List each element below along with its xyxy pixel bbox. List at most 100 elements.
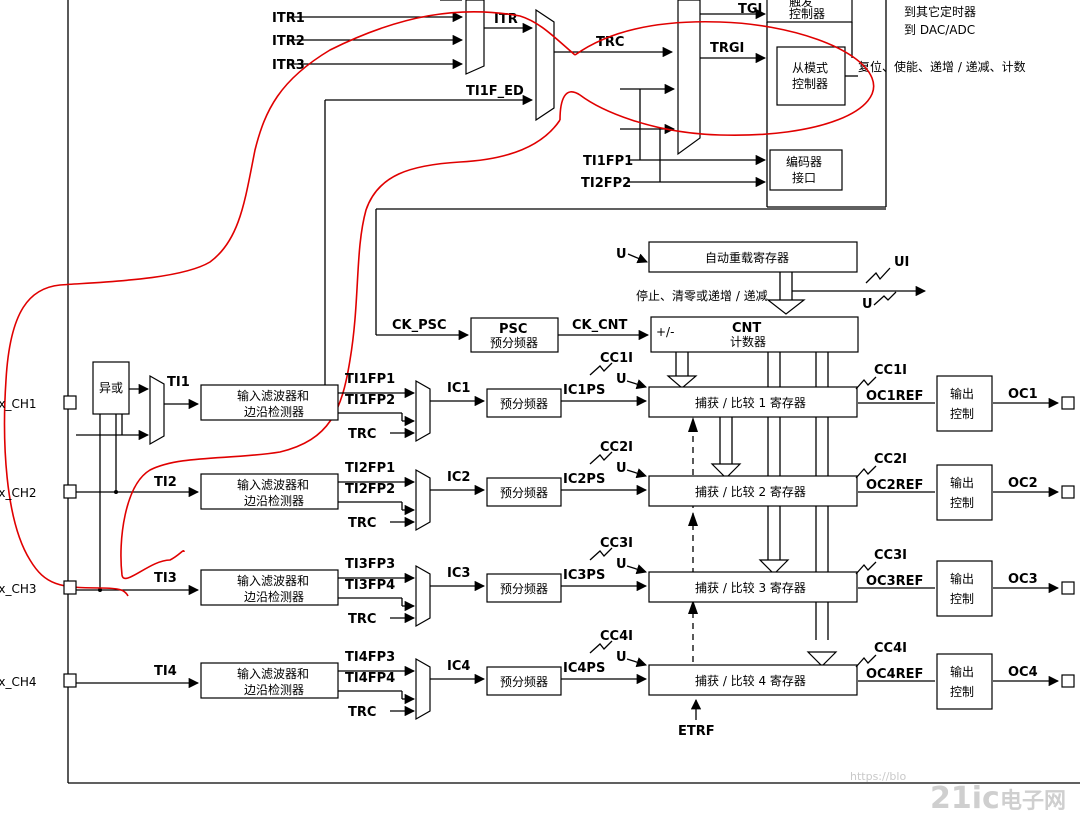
psc-label: PSC <box>499 322 527 337</box>
encoder-line2: 接口 <box>792 170 816 185</box>
output-control-2-line1: 输出 <box>950 475 974 490</box>
oc-2-pin <box>1061 485 1075 499</box>
channel-2-label: Mx_CH2 <box>0 486 37 500</box>
icps-3: IC3PS <box>563 568 605 583</box>
cnt-box <box>650 316 859 353</box>
capture-compare-reg-4-label: 捕获 / 比较 4 寄存器 <box>695 673 806 688</box>
ti2-label: TI2 <box>154 475 177 490</box>
icps-2: IC2PS <box>563 472 605 487</box>
u-event-label: U <box>862 297 873 312</box>
output-control-4 <box>936 653 993 710</box>
prescaler-2 <box>486 477 562 507</box>
oc-3-pin <box>1061 581 1075 595</box>
channel-1: Mx_CH1TI1输入滤波器和边沿检测器TI1FP1TI1FP2TRCIC1预分… <box>0 351 1075 443</box>
cci-in-1: CC1I <box>600 351 633 366</box>
ti4-label: TI4 <box>154 664 177 679</box>
ic2-mux <box>415 468 431 532</box>
oc-2: OC2 <box>1008 476 1038 491</box>
channel-4: Mx_CH4TI4输入滤波器和边沿检测器TI4FP3TI4FP4TRCIC4预分… <box>0 629 1075 721</box>
fp-1b: TI1FP2 <box>345 393 395 408</box>
stop-clear-note: 停止、清零或递增 / 递减 <box>636 288 768 303</box>
output-control-3-line1: 输出 <box>950 571 974 586</box>
watermark-brand: 21ic <box>930 781 1000 815</box>
prescaler-2-label: 预分频器 <box>500 486 548 500</box>
input-filter-1-line2: 边沿检测器 <box>244 404 304 419</box>
cci-in-3: CC3I <box>600 536 633 551</box>
output-control-4-line2: 控制 <box>950 685 974 699</box>
psc-box <box>470 317 559 353</box>
trigger-section: ITR1 ITR2 ITR3 ITR TRC TI1F_ED TGI TRGI … <box>272 0 1026 420</box>
fp-1a: TI1FP1 <box>345 372 395 387</box>
input-filter-3-line1: 输入滤波器和 <box>237 573 309 588</box>
cnt-plusminus: +/- <box>656 325 674 339</box>
capture-compare-reg-4 <box>648 664 858 696</box>
channel-3: Mx_CH3TI3输入滤波器和边沿检测器TI3FP3TI3FP4TRCIC3预分… <box>0 536 1075 628</box>
trc-3: TRC <box>348 612 376 627</box>
cc-u-4: U <box>616 650 627 665</box>
prescaler-4-label: 预分频器 <box>500 675 548 689</box>
capture-compare-reg-2-label: 捕获 / 比较 2 寄存器 <box>695 484 806 499</box>
trigger-select-mux <box>535 8 555 122</box>
ic2-label: IC2 <box>447 470 470 485</box>
itr-output-label: ITR <box>494 12 518 27</box>
trgi-mux <box>677 0 701 156</box>
channel-1-pin <box>63 395 77 410</box>
capture-compare-reg-2 <box>648 475 858 507</box>
watermark-url: https://blo <box>850 770 906 783</box>
input-filter-2-line2: 边沿检测器 <box>244 493 304 508</box>
cci-out-2: CC2I <box>874 452 907 467</box>
input-filter-1-line1: 输入滤波器和 <box>237 388 309 403</box>
encoder-line1: 编码器 <box>786 154 822 169</box>
itr1-label: ITR1 <box>272 11 305 26</box>
cci-out-1: CC1I <box>874 363 907 378</box>
input-filter-4-line1: 输入滤波器和 <box>237 666 309 681</box>
ic1-label: IC1 <box>447 381 470 396</box>
cci-out-4: CC4I <box>874 641 907 656</box>
trc-1: TRC <box>348 427 376 442</box>
output-control-3-line2: 控制 <box>950 592 974 606</box>
prescaler-1-label: 预分频器 <box>500 397 548 411</box>
icps-1: IC1PS <box>563 383 605 398</box>
slave-mode-controller-box <box>776 46 846 106</box>
icps-4: IC4PS <box>563 661 605 676</box>
channel-3-label: Mx_CH3 <box>0 582 37 596</box>
ck-psc-label: CK_PSC <box>392 318 447 333</box>
ti3-label: TI3 <box>154 571 177 586</box>
capture-compare-reg-1-label: 捕获 / 比较 1 寄存器 <box>695 395 806 410</box>
ui-label: UI <box>894 255 909 270</box>
arr-u-label: U <box>616 247 627 262</box>
fp-2b: TI2FP2 <box>345 482 395 497</box>
prescaler-4 <box>486 666 562 696</box>
channel-4-pin <box>63 673 77 688</box>
cc-u-1: U <box>616 372 627 387</box>
output-control-3 <box>936 560 993 617</box>
auto-reload-register <box>648 241 858 273</box>
output-control-1-line1: 输出 <box>950 386 974 401</box>
fp-3a: TI3FP3 <box>345 557 395 572</box>
channel-2-pin <box>63 484 77 499</box>
capture-compare-reg-1 <box>648 386 858 418</box>
watermark-site: 电子网 <box>1000 789 1066 814</box>
input-filter-3-line2: 边沿检测器 <box>244 589 304 604</box>
capture-compare-reg-3 <box>648 571 858 603</box>
ti2fp2-top-label: TI2FP2 <box>581 176 631 191</box>
input-filter-3 <box>200 569 339 606</box>
ocref-4: OC4REF <box>866 667 923 682</box>
red-annotation <box>3 10 875 597</box>
itr3-label: ITR3 <box>272 58 305 73</box>
ic3-mux <box>415 564 431 628</box>
prescaler-3-label: 预分频器 <box>500 582 548 596</box>
note-other-timers: 到其它定时器 <box>904 4 976 19</box>
input-section: 异或 <box>76 361 200 689</box>
encoder-interface-box <box>769 149 843 191</box>
fp-4b: TI4FP4 <box>345 671 395 686</box>
cci-in-2: CC2I <box>600 440 633 455</box>
itr2-label: ITR2 <box>272 34 305 49</box>
auto-reload-label: 自动重载寄存器 <box>705 250 789 265</box>
ic1-mux <box>415 379 431 443</box>
cnt-sublabel: 计数器 <box>730 334 766 349</box>
prescaler-3 <box>486 573 562 603</box>
oc-3: OC3 <box>1008 572 1038 587</box>
input-filter-2 <box>200 473 339 510</box>
channel-2: Mx_CH2TI2输入滤波器和边沿检测器TI2FP1TI2FP2TRCIC2预分… <box>0 440 1075 532</box>
